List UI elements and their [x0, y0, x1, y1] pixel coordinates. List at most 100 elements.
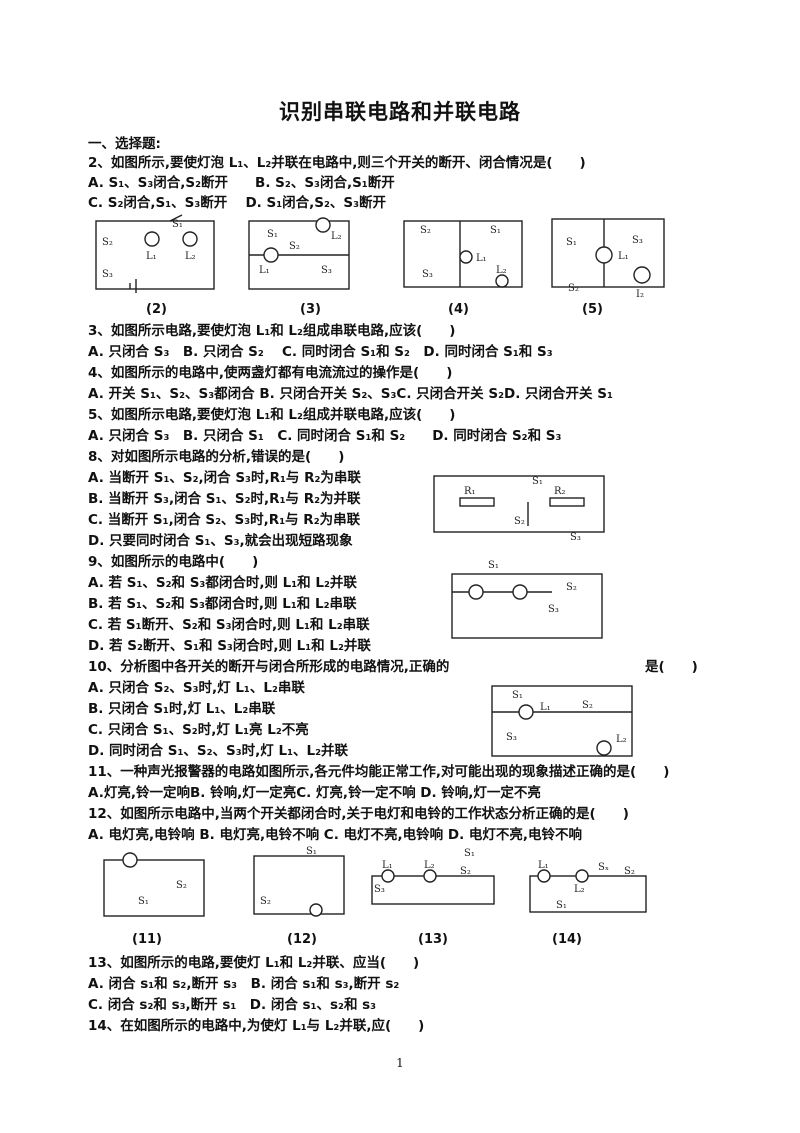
- question-8-option-a: A. 当断开 S₁、S₂,闭合 S₃时,R₁与 R₂为串联: [88, 470, 361, 486]
- question-12: 12、如图所示电路中,当两个开关都闭合时,关于电灯和电铃的工作状态分析正确的是(…: [88, 806, 629, 822]
- question-3-options: A. 只闭合 S₃ B. 只闭合 S₂ C. 同时闭合 S₁和 S₂ D. 同时…: [88, 344, 553, 360]
- question-12-options: A. 电灯亮,电铃响 B. 电灯亮,电铃不响 C. 电灯不亮,电铃响 D. 电灯…: [88, 827, 583, 843]
- svg-text:L₂: L₂: [616, 734, 627, 745]
- circuit-figure-13: L₁ L₂ S₁ S₂ S₃: [371, 848, 495, 905]
- circuit-figure-2: S₂ S₁ S₃ L₁ L₂: [95, 214, 215, 293]
- svg-text:S₃: S₃: [102, 269, 113, 280]
- question-9-option-a: A. 若 S₁、S₂和 S₃都闭合时,则 L₁和 L₂并联: [88, 575, 357, 591]
- svg-text:S₁: S₁: [464, 848, 475, 859]
- question-9-option-b: B. 若 S₁、S₂和 S₃都闭合时,则 L₁和 L₂串联: [88, 596, 357, 612]
- question-8-option-d: D. 只要同时闭合 S₁、S₃,就会出现短路现象: [88, 533, 353, 549]
- svg-text:S₂: S₂: [624, 866, 635, 877]
- svg-text:L₂: L₂: [424, 860, 435, 871]
- svg-text:S₂: S₂: [420, 225, 431, 236]
- svg-text:S₃: S₃: [632, 235, 643, 246]
- circuit-figure-9: S₁ S₂ S₃: [451, 560, 603, 639]
- figure-caption-13: (13): [418, 932, 448, 947]
- svg-text:S₂: S₂: [566, 582, 577, 593]
- question-10-option-b: B. 只闭合 S₁时,灯 L₁、L₂串联: [88, 701, 276, 717]
- question-10-option-a: A. 只闭合 S₂、S₃时,灯 L₁、L₂串联: [88, 680, 305, 696]
- svg-text:S₂: S₂: [102, 237, 113, 248]
- question-10: 10、分析图中各开关的断开与闭合所形成的电路情况,正确的: [88, 659, 450, 675]
- figure-caption-5: (5): [582, 302, 603, 317]
- circuit-figure-5: S₁ S₃ L₁ S₂ I₂: [551, 218, 665, 300]
- question-14: 14、在如图所示的电路中,为使灯 L₁与 L₂并联,应( ): [88, 1018, 425, 1034]
- question-13-options-cd: C. 闭合 s₂和 s₃,断开 s₁ D. 闭合 s₁、s₂和 s₃: [88, 997, 377, 1013]
- question-2-options-ab: A. S₁、S₃闭合,S₂断开 B. S₂、S₃闭合,S₁断开: [88, 175, 395, 191]
- svg-text:L₁: L₁: [382, 860, 393, 871]
- circuit-figure-14: L₁ L₂ Sₓ S₂ S₁: [529, 860, 647, 913]
- figure-caption-4: (4): [448, 302, 469, 317]
- svg-text:L₂: L₂: [496, 265, 507, 276]
- question-10-option-d: D. 同时闭合 S₁、S₂、S₃时,灯 L₁、L₂并联: [88, 743, 348, 759]
- figure-caption-11: (11): [132, 932, 162, 947]
- circuit-figure-10: S₁ L₁ S₂ S₃ L₂: [491, 685, 633, 757]
- svg-text:S₁: S₁: [556, 900, 567, 911]
- question-10-option-c: C. 只闭合 S₁、S₂时,灯 L₁亮 L₂不亮: [88, 722, 309, 738]
- figure-caption-3: (3): [300, 302, 321, 317]
- circuit-figure-8: S₁ R₁ R₂ S₂ S₃: [433, 475, 605, 543]
- svg-text:R₁: R₁: [464, 486, 476, 497]
- svg-text:Sₓ: Sₓ: [598, 862, 609, 873]
- figure-caption-2: (2): [146, 302, 167, 317]
- svg-text:S₂: S₂: [568, 283, 579, 294]
- question-13: 13、如图所示的电路,要使灯 L₁和 L₂并联、应当( ): [88, 955, 420, 971]
- question-10-tail: 是( ): [645, 659, 698, 675]
- svg-text:S₁: S₁: [566, 237, 577, 248]
- svg-text:L₂: L₂: [185, 251, 196, 262]
- question-11-options: A.灯亮,铃一定响B. 铃响,灯一定亮C. 灯亮,铃一定不响 D. 铃响,灯一定…: [88, 785, 541, 801]
- figure-caption-14: (14): [552, 932, 582, 947]
- svg-text:L₁: L₁: [146, 251, 157, 262]
- svg-text:S₃: S₃: [506, 732, 517, 743]
- svg-text:S₂: S₂: [582, 700, 593, 711]
- svg-text:S₃: S₃: [548, 604, 559, 615]
- svg-text:S₃: S₃: [570, 532, 581, 543]
- circuit-figure-3: S₁ S₂ L₂ L₁ S₃: [248, 217, 350, 290]
- question-8-option-b: B. 当断开 S₃,闭合 S₁、S₂时,R₁与 R₂为并联: [88, 491, 361, 507]
- question-11: 11、一种声光报警器的电路如图所示,各元件均能正常工作,对可能出现的现象描述正确…: [88, 764, 670, 780]
- question-9-option-c: C. 若 S₁断开、S₂和 S₃闭合时,则 L₁和 L₂串联: [88, 617, 370, 633]
- svg-text:L₂: L₂: [574, 884, 585, 895]
- page-number: 1: [396, 1056, 404, 1070]
- svg-text:L₂: L₂: [331, 231, 342, 242]
- svg-text:L₁: L₁: [476, 253, 487, 264]
- svg-text:S₂: S₂: [176, 880, 187, 891]
- question-5-options: A. 只闭合 S₃ B. 只闭合 S₁ C. 同时闭合 S₁和 S₂ D. 同时…: [88, 428, 562, 444]
- svg-text:S₁: S₁: [512, 690, 523, 701]
- circuit-figure-12: S₁ S₂: [253, 846, 345, 917]
- svg-text:S₁: S₁: [532, 476, 543, 487]
- svg-text:L₁: L₁: [540, 702, 551, 713]
- svg-text:S₁: S₁: [490, 225, 501, 236]
- question-9: 9、如图所示的电路中( ): [88, 554, 259, 570]
- svg-text:L₁: L₁: [259, 265, 270, 276]
- svg-text:S₂: S₂: [514, 516, 525, 527]
- svg-text:L₁: L₁: [538, 860, 549, 871]
- svg-text:S₂: S₂: [289, 241, 300, 252]
- question-3: 3、如图所示电路,要使灯泡 L₁和 L₂组成串联电路,应该( ): [88, 323, 456, 339]
- question-2-options-cd: C. S₂闭合,S₁、S₃断开 D. S₁闭合,S₂、S₃断开: [88, 195, 387, 211]
- svg-text:R₂: R₂: [554, 486, 566, 497]
- svg-text:L₁: L₁: [618, 251, 629, 262]
- question-9-option-d: D. 若 S₂断开、S₁和 S₃闭合时,则 L₁和 L₂并联: [88, 638, 371, 654]
- question-8-option-c: C. 当断开 S₁,闭合 S₂、S₃时,R₁与 R₂为串联: [88, 512, 361, 528]
- svg-text:S₁: S₁: [488, 560, 499, 571]
- page-title: 识别串联电路和并联电路: [279, 100, 521, 124]
- svg-text:I₂: I₂: [636, 289, 644, 300]
- svg-text:S₂: S₂: [460, 866, 471, 877]
- svg-text:S₁: S₁: [267, 229, 278, 240]
- svg-text:S₁: S₁: [172, 219, 183, 230]
- section-heading: 一、选择题:: [88, 136, 161, 152]
- svg-text:S₃: S₃: [321, 265, 332, 276]
- circuit-figure-4: S₂ S₁ S₃ L₁ L₂: [403, 220, 523, 288]
- question-5: 5、如图所示电路,要使灯泡 L₁和 L₂组成并联电路,应该( ): [88, 407, 456, 423]
- question-8: 8、对如图所示电路的分析,错误的是( ): [88, 449, 345, 465]
- figure-caption-12: (12): [287, 932, 317, 947]
- circuit-figure-11: S₂ S₁: [103, 852, 205, 917]
- question-13-options-ab: A. 闭合 s₁和 s₂,断开 s₃ B. 闭合 s₁和 s₃,断开 s₂: [88, 976, 400, 992]
- svg-text:S₃: S₃: [422, 269, 433, 280]
- svg-text:S₁: S₁: [306, 846, 317, 857]
- question-4-options: A. 开关 S₁、S₂、S₃都闭合 B. 只闭合开关 S₂、S₃C. 只闭合开关…: [88, 386, 613, 402]
- svg-text:S₂: S₂: [260, 896, 271, 907]
- svg-text:S₁: S₁: [138, 896, 149, 907]
- svg-text:S₃: S₃: [374, 884, 385, 895]
